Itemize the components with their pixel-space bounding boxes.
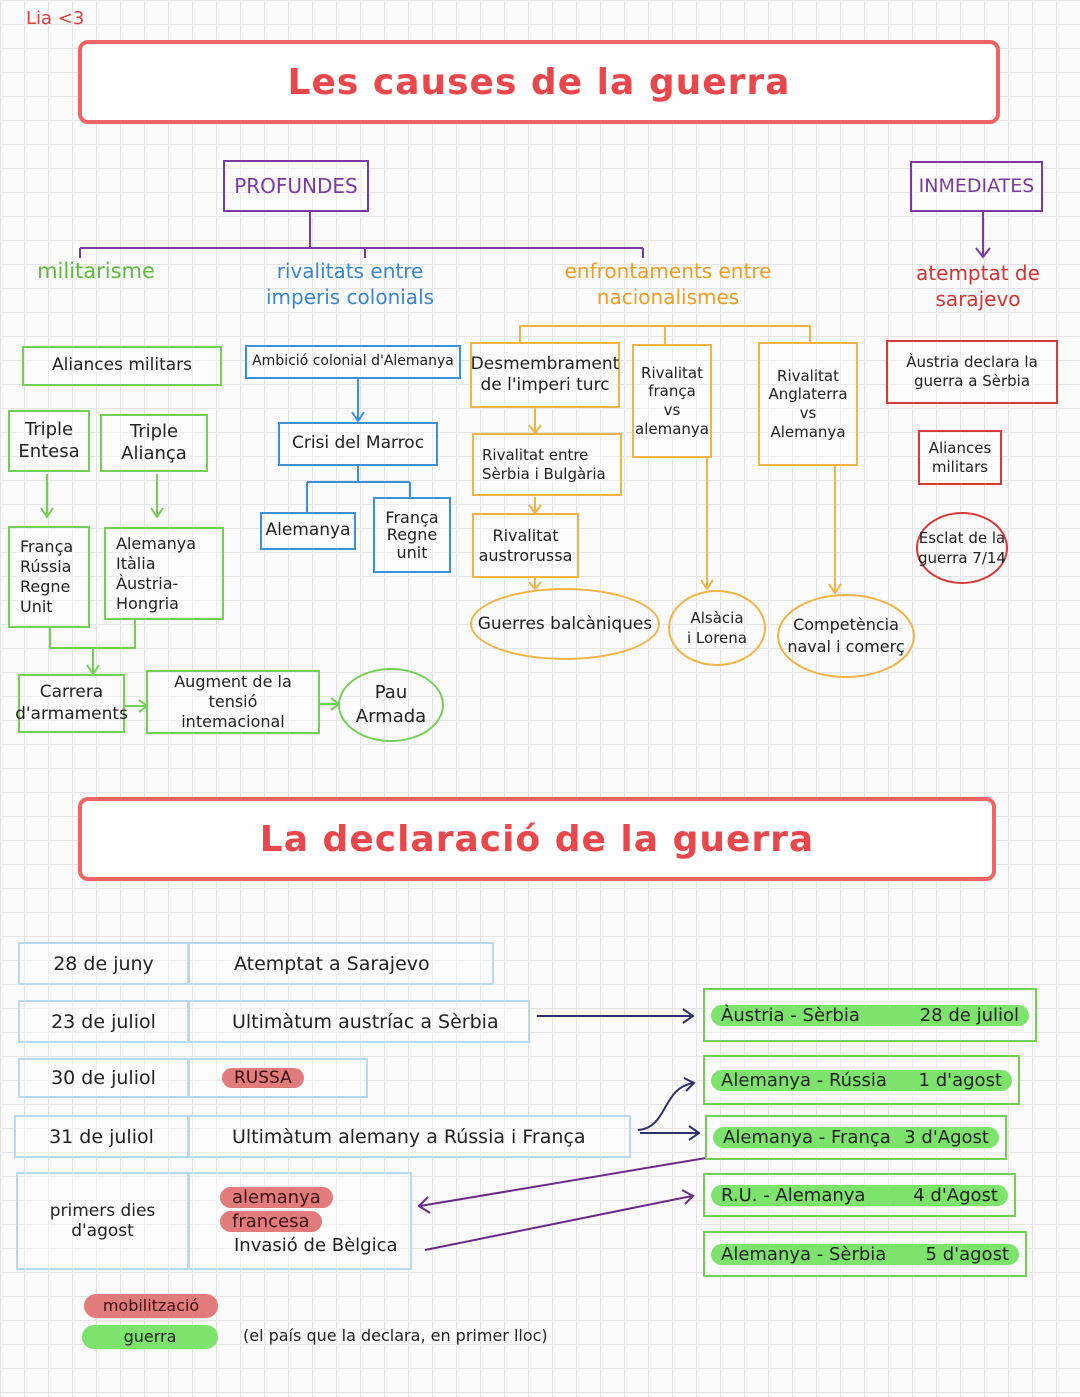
result-austria-serbia: Àustria - Sèrbia 28 de juliol	[703, 988, 1037, 1042]
invasio-belgica-text: Invasió de Bèlgica	[234, 1234, 398, 1256]
result-pair: Alemanya - Sèrbia	[721, 1243, 887, 1265]
row-event-3: RUSSA	[188, 1058, 368, 1098]
row-event-5: alemanya francesa Invasió de Bèlgica	[188, 1172, 412, 1270]
aliances-militars-red-box: Aliances militars	[918, 430, 1002, 485]
causes-title: Les causes de la guerra	[287, 61, 791, 103]
row-date-5: primers dies d'agost	[16, 1172, 189, 1270]
declaracio-title: La declaració de la guerra	[259, 818, 815, 860]
legend-guerra: guerra	[82, 1325, 218, 1349]
legend-note: (el país que la declara, en primer lloc)	[243, 1326, 548, 1345]
entesa-members-box: França Rússia Regne Unit	[8, 526, 90, 628]
row-event-1: Atemptat a Sarajevo	[188, 942, 494, 985]
rivalitat-anglaterra-alemanya-box: Rivalitat Anglaterra vs Alemanya	[758, 342, 858, 466]
desmembrament-box: Desmembrament de l'imperi turc	[470, 342, 620, 408]
result-ru-alemanya: R.U. - Alemanya 4 d'Agost	[703, 1173, 1016, 1217]
competencia-naval-ellipse: Competència naval i comerç	[777, 594, 915, 678]
militarisme-heading: militarisme	[37, 259, 155, 283]
inmediates-box: INMEDIATES	[910, 161, 1043, 212]
row-date-4: 31 de juliol	[14, 1115, 189, 1158]
rivalitats-heading: rivalitats entre imperis colonials	[265, 259, 435, 309]
triple-entesa-box: Triple Entesa	[8, 410, 90, 472]
guerres-balcaniques-ellipse: Guerres balcàniques	[470, 588, 660, 660]
pau-armada-ellipse: Pau Armada	[338, 668, 444, 742]
row-date-1: 28 de juny	[18, 942, 189, 985]
signature: Lia <3	[26, 8, 85, 29]
result-date: 1 d'agost	[918, 1069, 1002, 1091]
result-date: 3 d'Agost	[904, 1127, 989, 1148]
row-date-2: 23 de juliol	[18, 1000, 189, 1043]
rivalitat-austrorussa-box: Rivalitat austrorussa	[472, 513, 579, 578]
enfrontaments-heading: enfrontaments entre nacionalismes	[564, 259, 772, 309]
legend-mobilitzacio: mobilització	[84, 1294, 218, 1318]
alianca-members-box: Alemanya Itàlia Àustria-Hongria	[104, 527, 224, 620]
mobilitzacio-russa-pill: RUSSA	[222, 1068, 304, 1088]
result-date: 28 de juliol	[919, 1004, 1019, 1026]
mobilitzacio-alemanya-pill: alemanya	[220, 1186, 333, 1208]
causes-title-box: Les causes de la guerra	[78, 40, 1000, 124]
rivalitat-franca-alemanya-box: Rivalitat frança vs alemanya	[632, 344, 712, 458]
aliances-militars-box: Aliances militars	[22, 346, 222, 386]
rivalitat-serbia-bulgaria-box: Rivalitat entre Sèrbia i Bulgària	[472, 433, 622, 496]
result-pair: Alemanya - França	[723, 1127, 891, 1148]
result-pair: Alemanya - Rússia	[721, 1069, 887, 1091]
crisi-marroc-box: Crisi del Marroc	[278, 422, 438, 466]
declaracio-title-box: La declaració de la guerra	[78, 797, 996, 881]
austria-declara-box: Àustria declara la guerra a Sèrbia	[886, 340, 1058, 404]
ambicio-colonial-box: Ambició colonial d'Alemanya	[245, 345, 461, 379]
augment-tensio-box: Augment de la tensió intemacional	[146, 670, 320, 734]
carrera-armaments-box: Carrera d'armaments	[15, 674, 128, 733]
result-date: 5 d'agost	[925, 1243, 1009, 1265]
result-pair: Àustria - Sèrbia	[721, 1004, 860, 1026]
franca-regne-unit-box: França Regne unit	[373, 497, 451, 573]
result-alemanya-franca: Alemanya - França 3 d'Agost	[705, 1115, 1007, 1160]
row-event-2: Ultimàtum austríac a Sèrbia	[188, 1000, 530, 1043]
row-event-4: Ultimàtum alemany a Rússia i França	[188, 1115, 631, 1158]
triple-alianca-box: Triple Aliança	[100, 414, 208, 472]
mobilitzacio-francesa-pill: francesa	[220, 1210, 322, 1232]
profundes-box: PROFUNDES	[223, 160, 369, 212]
alsacia-lorena-ellipse: Alsàcia i Lorena	[668, 590, 766, 666]
atemptat-heading: atemptat de sarajevo	[916, 261, 1040, 311]
result-date: 4 d'Agost	[913, 1184, 998, 1206]
result-alemanya-serbia: Alemanya - Sèrbia 5 d'agost	[703, 1231, 1027, 1277]
result-alemanya-russia: Alemanya - Rússia 1 d'agost	[703, 1055, 1020, 1105]
alemanya-box: Alemanya	[260, 512, 356, 550]
result-pair: R.U. - Alemanya	[721, 1184, 866, 1206]
row-date-3: 30 de juliol	[18, 1058, 189, 1098]
esclat-guerra-ellipse: Esclat de la guerra 7/14	[916, 512, 1008, 584]
